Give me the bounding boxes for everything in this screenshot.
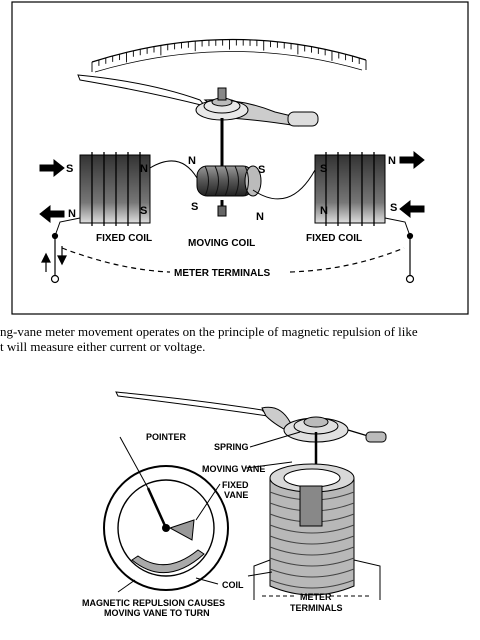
pointer-2 — [115, 391, 301, 435]
inset-circle — [103, 465, 229, 591]
pole-center-s-bottom: S — [191, 201, 198, 213]
coil-winding — [269, 579, 355, 589]
label-coil: COIL — [222, 580, 244, 590]
caption-line-1: ng-vane meter movement operates on the p… — [0, 324, 418, 339]
pole-left-n: N — [68, 208, 76, 220]
label-fixed-coil-left: FIXED COIL — [96, 233, 152, 244]
spring-assembly-2 — [283, 416, 387, 498]
coil-winding — [269, 546, 355, 556]
label-pointer: POINTER — [146, 432, 187, 442]
label-moving-coil: MOVING COIL — [188, 238, 255, 249]
label-meter-terminals-2b: TERMINALS — [290, 603, 343, 613]
fixed-coil-left — [79, 152, 151, 226]
coil-winding — [269, 524, 355, 534]
pole-right-s-outer: S — [390, 202, 397, 214]
pointer — [77, 74, 319, 127]
pole-right-n-outer: N — [320, 205, 328, 217]
caption-line-2: t will measure either current or voltage… — [0, 339, 206, 354]
coil-winding — [269, 557, 355, 567]
label-repulsion-2: MOVING VANE TO TURN — [104, 608, 210, 618]
pole-center-n: N — [188, 155, 196, 167]
spring-assembly — [195, 87, 249, 217]
diagram-1: S N N S N S S N S N S N FIXED COIL MOVIN… — [11, 1, 469, 315]
figure-caption: ng-vane meter movement operates on the p… — [0, 324, 480, 354]
label-fixed-vane-1: FIXED — [222, 480, 249, 490]
moving-coil — [196, 165, 262, 197]
label-moving-vane: MOVING VANE — [202, 464, 265, 474]
meter-scale — [91, 38, 367, 73]
coil-cylinder — [253, 463, 381, 600]
leader-lines — [117, 431, 372, 597]
pole-left-inner-n: N — [140, 163, 148, 175]
fixed-coil-right — [314, 152, 386, 226]
coil-winding — [269, 535, 355, 545]
pole-left-s: S — [66, 163, 73, 175]
label-meter-terminals-2a: METER — [300, 592, 332, 602]
pole-right-n-top: N — [388, 155, 396, 167]
coil-winding — [269, 568, 355, 578]
label-repulsion-1: MAGNETIC REPULSION CAUSES — [82, 598, 225, 608]
diagram-frame — [11, 1, 469, 315]
coil-wiring — [54, 160, 411, 237]
meter-terminals-wiring — [41, 232, 415, 284]
diagram-2: POINTER SPRING MOVING VANE FIXED VANE CO… — [82, 391, 387, 618]
pole-center-n-bottom: N — [256, 211, 264, 223]
label-fixed-coil-right: FIXED COIL — [306, 233, 362, 244]
label-fixed-vane-2: VANE — [224, 490, 248, 500]
pole-center-s-top: S — [258, 164, 265, 176]
label-meter-terminals: METER TERMINALS — [174, 268, 270, 279]
pole-left-inner-s: S — [140, 205, 147, 217]
label-spring: SPRING — [214, 442, 249, 452]
pole-right-s-inner: S — [320, 163, 327, 175]
flux-arrows — [39, 150, 425, 224]
